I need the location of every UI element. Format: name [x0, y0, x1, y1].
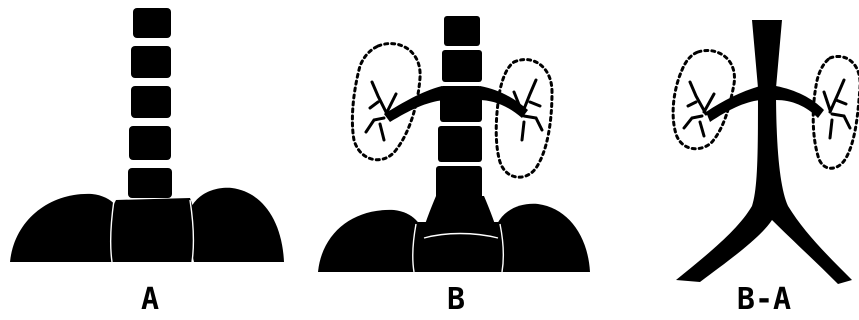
vertebra [128, 168, 172, 198]
sacrum [108, 198, 196, 262]
kidney-outline [496, 60, 552, 178]
vertebra [131, 46, 171, 78]
sacrum [412, 222, 506, 272]
vertebral-column [436, 16, 482, 202]
aorta [676, 20, 852, 284]
panel-label-b: B [447, 282, 465, 317]
right-renal-artery [478, 86, 528, 118]
pelvis [10, 188, 284, 262]
vertebra [442, 50, 482, 82]
right-kidney-b [496, 60, 552, 178]
panel-label-a: A [141, 282, 159, 317]
left-iliac-bone [318, 210, 424, 272]
vertebra [129, 126, 171, 160]
vertebral-column [128, 8, 172, 198]
right-iliac-bone [186, 188, 284, 262]
vertebra [438, 126, 482, 162]
right-renal-artery [776, 86, 824, 118]
left-kidney-b-a [673, 50, 734, 148]
vertebra [440, 86, 482, 122]
vertebra [131, 86, 171, 118]
left-renal-artery [384, 86, 444, 122]
vertebra [133, 8, 171, 38]
panel-b-minus-a: B-A [673, 20, 859, 317]
panel-a: A [10, 8, 284, 317]
panel-label-b-minus-a: B-A [737, 282, 791, 317]
left-iliac-bone [10, 194, 124, 262]
pelvis [318, 196, 590, 272]
vertebra [444, 16, 480, 46]
right-iliac-bone [494, 204, 590, 272]
panel-b: B [318, 16, 590, 317]
